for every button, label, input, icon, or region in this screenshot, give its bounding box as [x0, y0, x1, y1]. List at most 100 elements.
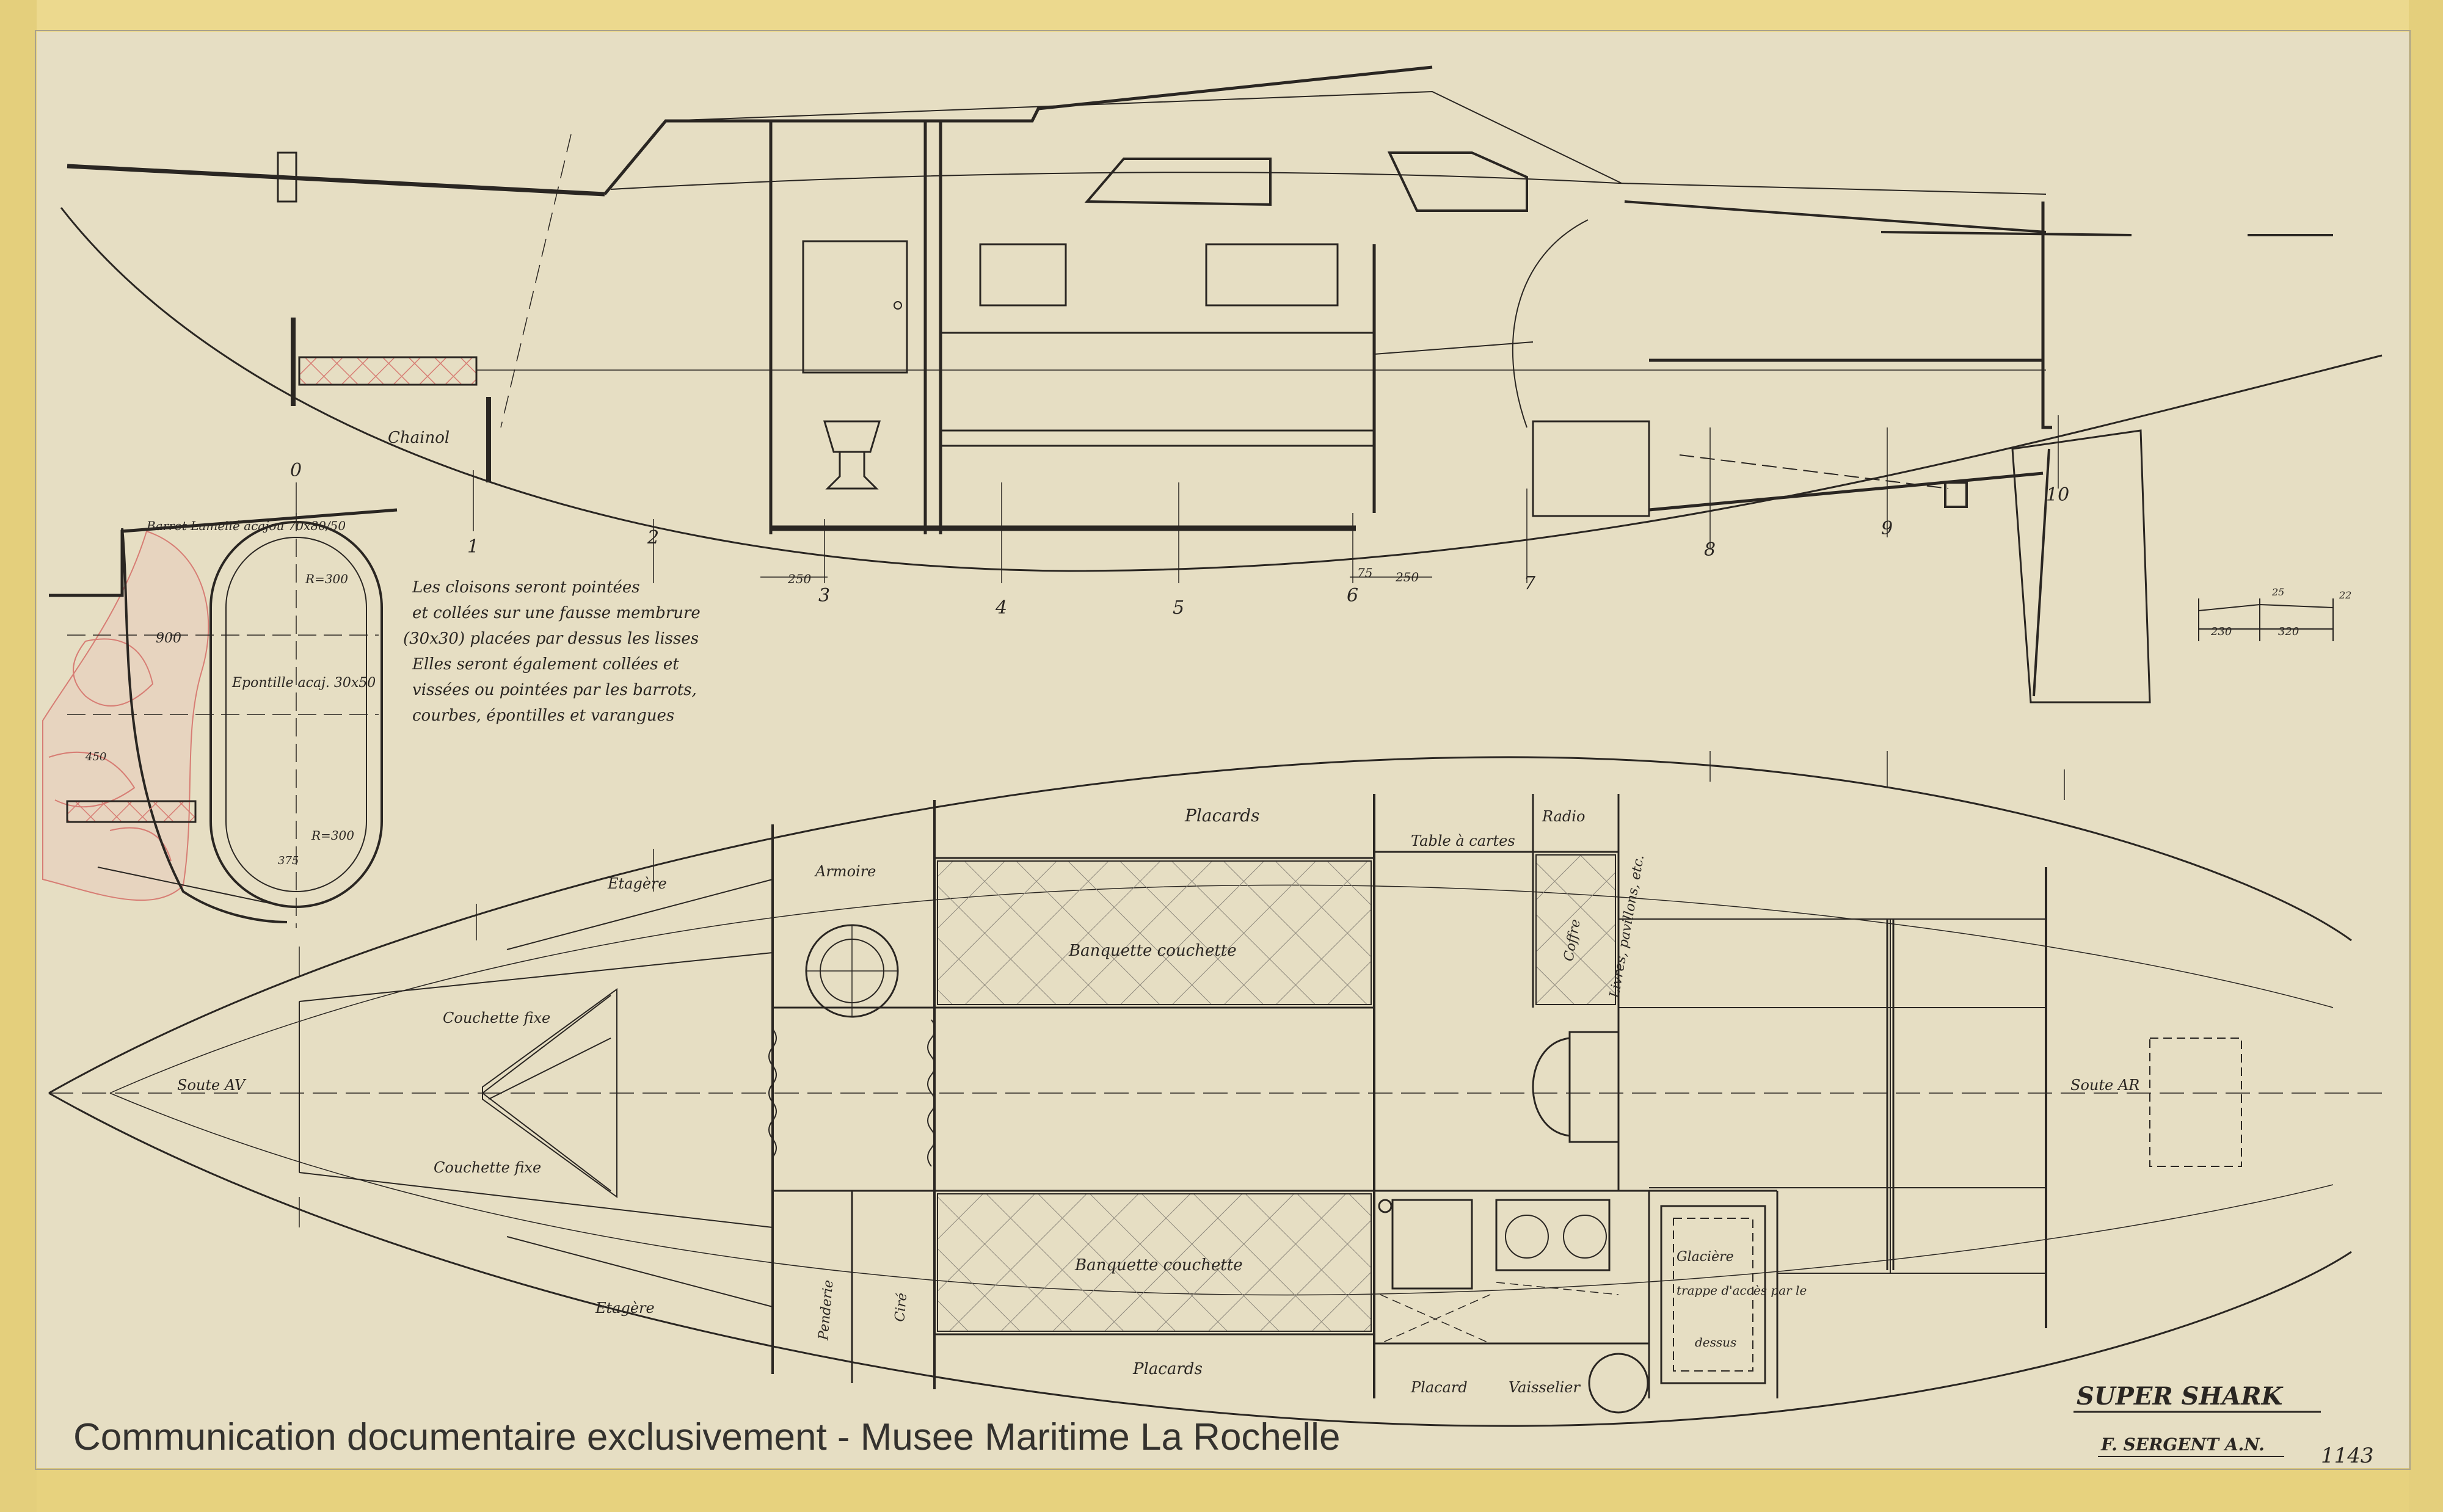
- section-dim-375: 375: [278, 854, 299, 867]
- bow-fitting: [277, 151, 297, 203]
- note-line-6: courbes, épontilles et varangues: [412, 707, 674, 725]
- plan-station-ticks: [299, 751, 2065, 1227]
- detail-dim-25: 25: [2271, 586, 2284, 598]
- locker-front-2: [1205, 243, 1339, 307]
- label-banquette-top: Banquette couchette: [1068, 942, 1237, 960]
- boat-name: SUPER SHARK: [2077, 1382, 2284, 1411]
- sink: [1391, 1199, 1473, 1290]
- cabin-roof: [603, 65, 1433, 195]
- note-line-4: Elles seront également collées et: [412, 655, 679, 674]
- hatched-chain-locker: [298, 356, 478, 386]
- station-5: 5: [1173, 597, 1184, 619]
- bulkhead-door: [802, 240, 908, 374]
- rudder-blade: [2011, 429, 2151, 703]
- label-banquette-bottom: Banquette couchette: [1074, 1256, 1243, 1274]
- label-placards-top: Placards: [1184, 805, 1260, 826]
- station-10: 10: [2046, 484, 2069, 506]
- forepeak-shelf-top: [506, 879, 773, 950]
- label-penderie: Penderie: [816, 1279, 837, 1341]
- settee-hatch-bottom: [937, 1193, 1372, 1332]
- rudder-stock: [2033, 448, 2050, 697]
- station-8: 8: [1704, 539, 1716, 561]
- tape-strip-top: [0, 0, 2443, 32]
- engine-bed: [1532, 420, 1650, 517]
- companionway: [1532, 1031, 1620, 1143]
- stove: [1495, 1199, 1611, 1271]
- label-radio: Radio: [1542, 808, 1585, 825]
- sink-drain: [1378, 1199, 1393, 1213]
- profile-dim-75: 75: [1357, 565, 1372, 580]
- sheer-line: [67, 164, 605, 197]
- station-1: 1: [467, 536, 479, 558]
- cabin-roof-top: [665, 90, 1622, 184]
- profile-dim-250-b: 250: [1395, 570, 1419, 584]
- title-block: SUPER SHARK F. SERGENT A.N. 1143: [2073, 1382, 2374, 1468]
- bow-berth: [299, 951, 773, 1228]
- section-dim-900: 900: [156, 631, 181, 646]
- plan-hull-outline: [48, 756, 2352, 1427]
- designer: F. SERGENT A.N.: [2100, 1434, 2265, 1455]
- label-etagere-top: Etagère: [607, 875, 667, 892]
- bow-triangle: [482, 988, 617, 1198]
- chain-locker-bulkhead: [291, 318, 491, 482]
- label-glaciere-2: trappe d'accès par le: [1677, 1283, 1807, 1298]
- section-bilge: [97, 867, 288, 907]
- station-6: 6: [1347, 585, 1358, 606]
- station-7: 7: [1524, 573, 1536, 594]
- section-dim-r300-top: R=300: [305, 572, 348, 586]
- saloon-table-wavy: [768, 1019, 936, 1167]
- tape-strip-bottom: [0, 1468, 2443, 1512]
- construction-note: Les cloisons seront pointées et collées …: [403, 578, 701, 725]
- prop: [1944, 481, 1968, 508]
- icebox-inner: [1673, 1218, 1753, 1372]
- mast-crosshair: [806, 925, 898, 1017]
- label-placard: Placard: [1410, 1379, 1468, 1396]
- label-armoire: Armoire: [814, 863, 876, 880]
- tape-strip-left: [0, 0, 37, 1512]
- station-ticks: [296, 415, 2059, 583]
- sheet-border: [35, 30, 2411, 1470]
- deck-detail: [2198, 598, 2334, 641]
- locker-front-1: [979, 243, 1067, 307]
- door-knob: [894, 301, 902, 310]
- label-placards-bottom: Placards: [1132, 1360, 1203, 1378]
- label-cire: Ciré: [892, 1292, 910, 1322]
- label-glaciere-3: dessus: [1695, 1335, 1736, 1350]
- chart-table-divider: [1374, 794, 1620, 1008]
- section-deck: [49, 508, 398, 597]
- saloon-sole-lines: [773, 857, 1374, 1383]
- forepeak-shelf-bottom: [506, 1236, 773, 1307]
- note-line-1: Les cloisons seront pointées: [412, 578, 640, 597]
- profile-stations: 0 1 2 3 4 5 6 7 8 9 10: [290, 460, 2069, 619]
- section-dim-450: 450: [85, 751, 106, 763]
- companionway-steps: [1374, 219, 1589, 428]
- stanchion-label: Epontille acaj. 30x50: [231, 675, 376, 691]
- stem-line: [500, 134, 572, 428]
- aft-locker-lines: [1618, 918, 2046, 1274]
- settee-hatch-top: [937, 860, 1372, 1005]
- sheet-number: 1143: [2321, 1444, 2374, 1468]
- frame-posts: [769, 122, 1376, 534]
- icebox: [1660, 1205, 1766, 1384]
- midship-section: [42, 508, 398, 928]
- section-dim-r300-bottom: R=300: [311, 828, 354, 843]
- coffre-hatch: [1535, 854, 1616, 1005]
- profile-view: [60, 65, 2383, 703]
- label-table-a-cartes: Table à cartes: [1411, 832, 1515, 849]
- shaft-line: [1679, 454, 1949, 489]
- station-9: 9: [1881, 518, 1893, 539]
- label-couchette-top: Couchette fixe: [443, 1009, 550, 1027]
- section-centreline: [67, 513, 379, 928]
- plan-view: [48, 751, 2382, 1427]
- deck-line: [610, 172, 2047, 195]
- wc-bowl: [823, 420, 881, 490]
- station-2: 2: [647, 527, 659, 548]
- label-soute-av: Soute AV: [177, 1077, 247, 1094]
- detail-dim-230: 230: [2210, 625, 2232, 638]
- cockpit-sole: [1648, 358, 2044, 512]
- profile-dim-250-a: 250: [787, 572, 811, 586]
- detail-dim-320: 320: [2278, 625, 2299, 638]
- watermark-text: Communication documentaire exclusivement…: [73, 1416, 1341, 1458]
- cabin-window-2: [1387, 151, 1528, 212]
